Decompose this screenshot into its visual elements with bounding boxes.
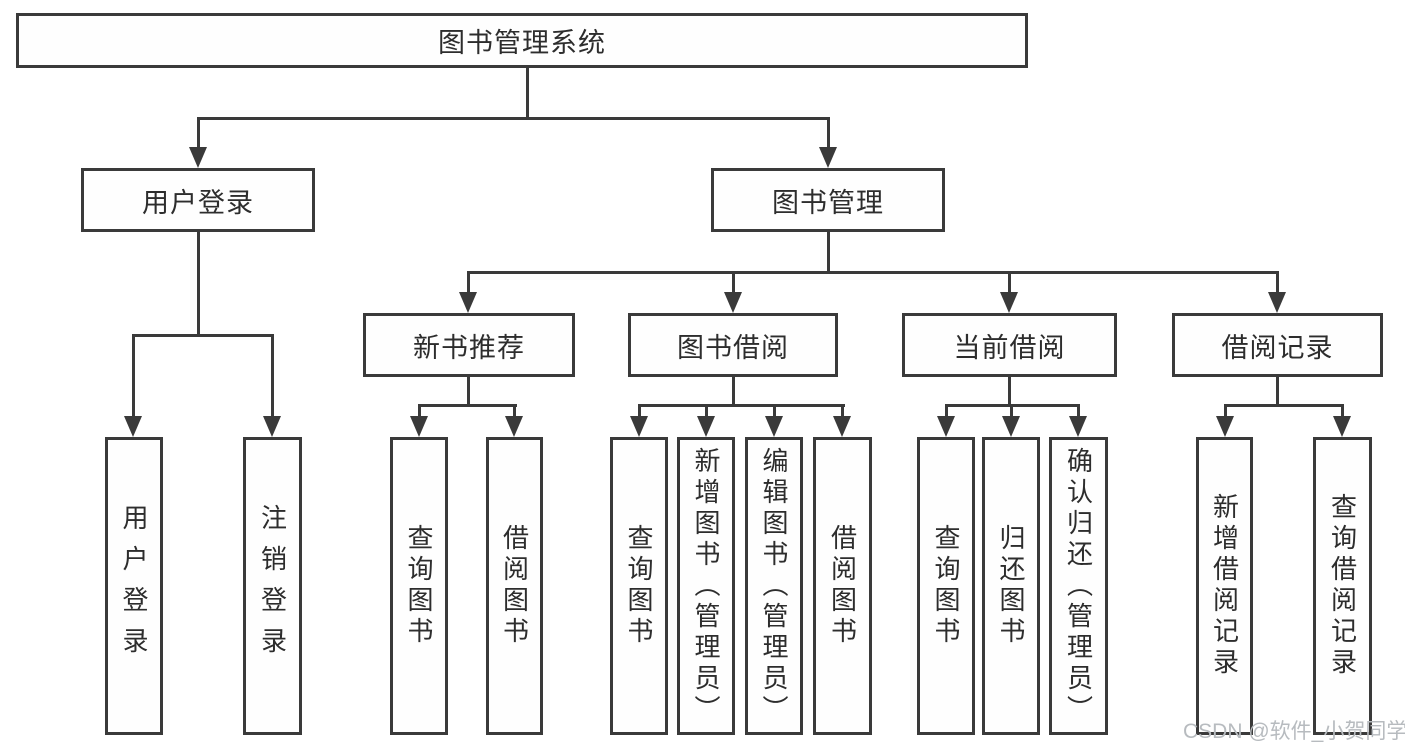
node-label: 当前借阅 xyxy=(953,332,1066,363)
connector-line xyxy=(132,334,274,337)
connector-line xyxy=(197,117,200,150)
leaf-borrow-book-1: 借阅图书 xyxy=(486,437,543,735)
arrow-down-icon xyxy=(410,416,428,437)
connector-line xyxy=(467,271,1279,274)
node-label: 新书推荐 xyxy=(413,332,525,363)
arrow-down-icon xyxy=(819,147,837,168)
leaf-label: 查询借阅记录 xyxy=(1327,493,1358,679)
leaf-label: 用户登录 xyxy=(119,504,149,668)
connector-line xyxy=(132,334,135,418)
arrow-down-icon xyxy=(1069,416,1087,437)
connector-line xyxy=(638,404,845,407)
connector-line xyxy=(732,271,735,295)
connector-line xyxy=(841,404,844,419)
connector-line xyxy=(418,404,517,407)
leaf-add-book-admin: 新增图书（管理员） xyxy=(677,437,735,735)
arrow-down-icon xyxy=(459,292,477,313)
arrow-down-icon xyxy=(1002,416,1020,437)
connector-line xyxy=(1008,377,1011,407)
connector-line xyxy=(705,404,708,419)
connector-line xyxy=(197,117,829,120)
connector-line xyxy=(467,271,470,295)
connector-line xyxy=(1341,404,1344,419)
node-current-borrow: 当前借阅 xyxy=(902,313,1117,377)
connector-line xyxy=(638,404,641,419)
arrow-down-icon xyxy=(765,416,783,437)
leaf-borrow-book-2: 借阅图书 xyxy=(813,437,872,735)
arrow-down-icon xyxy=(505,416,523,437)
node-library-system: 图书管理系统 xyxy=(16,13,1028,68)
arrow-down-icon xyxy=(189,147,207,168)
leaf-label: 编辑图书（管理员） xyxy=(759,446,789,726)
arrow-down-icon xyxy=(124,416,142,437)
csdn-watermark: CSDN @软件_小贺同学 xyxy=(1183,720,1405,743)
arrow-down-icon xyxy=(263,416,281,437)
arrow-down-icon xyxy=(630,416,648,437)
arrow-down-icon xyxy=(697,416,715,437)
node-label: 用户登录 xyxy=(142,187,254,218)
node-book-management: 图书管理 xyxy=(711,168,945,232)
connector-line xyxy=(1276,271,1279,295)
connector-line xyxy=(732,377,735,407)
node-new-book-recommend: 新书推荐 xyxy=(363,313,575,377)
node-book-borrow: 图书借阅 xyxy=(628,313,838,377)
leaf-query-book-2: 查询图书 xyxy=(610,437,668,735)
connector-line xyxy=(1008,271,1011,295)
connector-line xyxy=(773,404,776,419)
connector-line xyxy=(513,404,516,419)
leaf-label: 注销登录 xyxy=(257,504,288,668)
arrow-down-icon xyxy=(1000,292,1018,313)
connector-line xyxy=(945,404,948,419)
node-borrow-records: 借阅记录 xyxy=(1172,313,1383,377)
connector-line xyxy=(526,68,529,120)
leaf-user-login: 用户登录 xyxy=(105,437,163,735)
arrow-down-icon xyxy=(833,416,851,437)
leaf-edit-book-admin: 编辑图书（管理员） xyxy=(745,437,803,735)
leaf-label: 查询图书 xyxy=(931,524,961,648)
connector-line xyxy=(418,404,421,419)
leaf-query-borrow-record: 查询借阅记录 xyxy=(1313,437,1372,735)
connector-line xyxy=(1276,377,1279,407)
connector-line xyxy=(827,232,830,274)
leaf-add-borrow-record: 新增借阅记录 xyxy=(1196,437,1253,735)
leaf-label: 新增借阅记录 xyxy=(1209,493,1240,679)
leaf-query-book-3: 查询图书 xyxy=(917,437,975,735)
leaf-logout: 注销登录 xyxy=(243,437,302,735)
arrow-down-icon xyxy=(1333,416,1351,437)
node-label: 图书管理系统 xyxy=(438,28,606,58)
arrow-down-icon xyxy=(937,416,955,437)
connector-line xyxy=(271,334,274,418)
node-label: 借阅记录 xyxy=(1221,332,1334,363)
leaf-query-book-1: 查询图书 xyxy=(390,437,448,735)
arrow-down-icon xyxy=(724,292,742,313)
node-label: 图书借阅 xyxy=(677,332,789,363)
connector-line xyxy=(1224,404,1227,419)
leaf-label: 归还图书 xyxy=(996,524,1026,648)
leaf-label: 确认归还（管理员） xyxy=(1063,446,1094,726)
arrow-down-icon xyxy=(1216,416,1234,437)
connector-line xyxy=(827,117,830,150)
connector-line xyxy=(1010,404,1013,419)
leaf-label: 借阅图书 xyxy=(499,524,530,648)
node-label: 图书管理 xyxy=(772,187,884,218)
leaf-label: 查询图书 xyxy=(624,524,654,648)
leaf-confirm-return-admin: 确认归还（管理员） xyxy=(1049,437,1108,735)
connector-line xyxy=(1224,404,1344,407)
arrow-down-icon xyxy=(1268,292,1286,313)
leaf-return-book: 归还图书 xyxy=(982,437,1040,735)
connector-line xyxy=(197,232,200,337)
connector-line xyxy=(1077,404,1080,419)
leaf-label: 查询图书 xyxy=(404,524,434,648)
leaf-label: 新增图书（管理员） xyxy=(691,446,721,726)
leaf-label: 借阅图书 xyxy=(827,524,858,648)
node-user-login: 用户登录 xyxy=(81,168,315,232)
connector-line xyxy=(467,377,470,407)
